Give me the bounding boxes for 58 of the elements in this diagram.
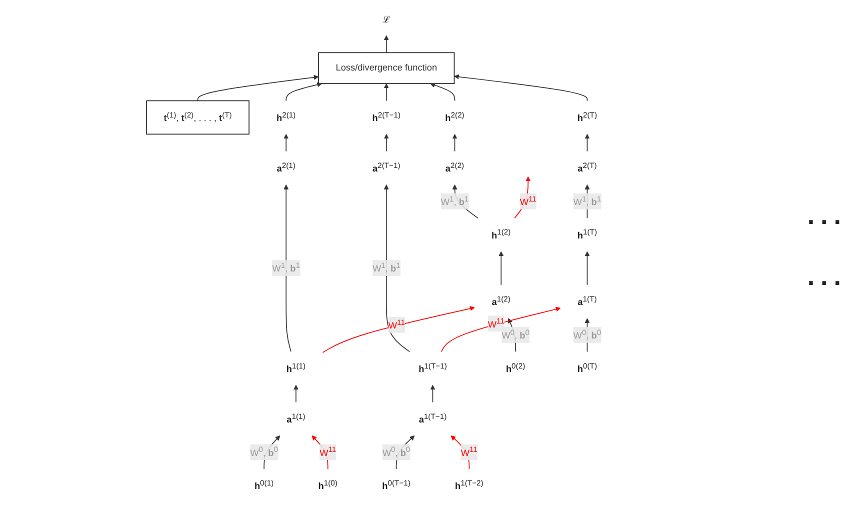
node-text: h$^{1(T−1)}$ <box>418 361 446 374</box>
node-box: t$^{(1)}$, t$^{(2)}$, . . . , t$^{(T)}$ <box>146 100 250 135</box>
edge-label: W$^{1}$, b$^{1}$ <box>440 194 468 208</box>
arrow <box>452 134 457 152</box>
edge-label: W$^{11}$ <box>460 445 478 458</box>
node-text: h$^{0(T−1)}$ <box>382 478 410 492</box>
node-text: a$^{2(T)}$ <box>577 161 596 174</box>
node-text: h$^{1(2)}$ <box>491 228 510 241</box>
node-text: h$^{0(T)}$ <box>577 361 597 374</box>
node-text: a$^{1(T−1)}$ <box>418 412 446 425</box>
arrow <box>322 306 474 353</box>
node-text: a$^{1(1)}$ <box>286 412 305 425</box>
node-text: a$^{1(T)}$ <box>577 294 596 308</box>
edge-label: W$^{1}$, b$^{1}$ <box>572 194 601 208</box>
arrow <box>293 384 298 403</box>
edge-label: W$^{11}$ <box>519 194 536 208</box>
edge-label: W$^{11}$ <box>487 316 504 330</box>
arrow <box>454 74 588 102</box>
arrow <box>584 134 590 152</box>
arrow <box>283 184 292 352</box>
arrow <box>514 176 530 219</box>
arrow <box>584 251 590 286</box>
arrow <box>498 251 504 286</box>
node-text: h$^{1(0)}$ <box>318 478 338 492</box>
edge-label: W$^{11}$ <box>319 445 336 458</box>
node-text: h$^{1(1)}$ <box>286 361 306 374</box>
node-text: a$^{2(2)}$ <box>445 161 464 174</box>
node-text: h$^{2(T−1)}$ <box>372 110 400 124</box>
edge-label: W$^{11}$ <box>388 318 405 331</box>
node-text: h$^{0(2)}$ <box>506 361 525 374</box>
edge-label: W$^{0}$, b$^{0}$ <box>501 328 530 341</box>
arrow <box>383 184 410 352</box>
edge-label: W$^{0}$, b$^{0}$ <box>382 445 410 458</box>
edge-label: W$^{1}$, b$^{1}$ <box>372 261 400 274</box>
node-text: h$^{1(T−2)}$ <box>454 478 483 492</box>
node-text: h$^{0(1)}$ <box>254 478 274 492</box>
arrow <box>430 384 435 403</box>
edge-label: W$^{0}$, b$^{0}$ <box>572 328 601 341</box>
edge-label: W$^{1}$, b$^{1}$ <box>272 261 300 274</box>
arrow <box>285 82 322 102</box>
node-box: Loss/divergence function <box>318 52 454 84</box>
node-text: h$^{2(2)}$ <box>444 110 464 124</box>
ellipsis-mark: ... <box>807 200 847 231</box>
arrow <box>383 83 388 102</box>
node-text: h$^{2(1)}$ <box>276 110 296 124</box>
node-text: h$^{1(T)}$ <box>577 228 597 241</box>
ellipsis-mark: ... <box>807 261 847 292</box>
node-text: a$^{2(1)}$ <box>276 161 296 174</box>
node-text: a$^{1(2)}$ <box>491 294 510 308</box>
arrow <box>383 134 388 152</box>
arrow <box>283 134 288 152</box>
arrow <box>383 35 388 54</box>
arrow <box>196 74 318 102</box>
node-text: a$^{2(T−1)}$ <box>372 161 400 174</box>
edge-label: W$^{0}$, b$^{0}$ <box>250 445 278 458</box>
node-text: h$^{2(T)}$ <box>577 110 597 124</box>
arrow <box>430 82 455 102</box>
node-text: ℒ <box>382 14 390 25</box>
